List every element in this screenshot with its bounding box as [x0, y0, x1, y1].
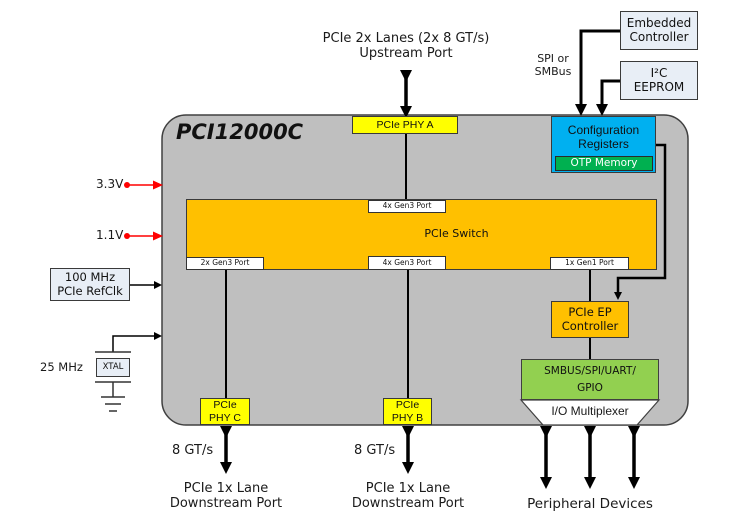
embedded-controller-line2: Controller — [629, 29, 689, 44]
chip-body — [161, 114, 689, 426]
peripheral-devices-label: Peripheral Devices — [527, 496, 653, 512]
gpio-line1: SMBUS/SPI/UART/ — [544, 364, 636, 377]
downstream-b-line2: Downstream Port — [351, 495, 465, 511]
downstream-c-line1: PCIe 1x Lane — [183, 481, 269, 496]
downstream-c-line2: Downstream Port — [169, 495, 283, 511]
eeprom-config-link — [596, 79, 620, 116]
upstream-line1: PCIe 2x Lanes (2x 8 GT/s) — [322, 31, 490, 46]
eeprom-box: I²C EEPROM — [620, 61, 698, 100]
config-ep-link — [614, 143, 667, 300]
port-1x-gen1: 1x Gen1 Port — [550, 257, 629, 270]
downstream-b-line1: PCIe 1x Lane — [365, 481, 451, 496]
ep-controller-box: PCIe EP Controller — [551, 301, 629, 338]
downstream-b-label: PCIe 1x Lane Downstream Port — [328, 481, 488, 512]
upstream-label: PCIe 2x Lanes (2x 8 GT/s) Upstream Port — [286, 31, 526, 62]
otp-memory-box: OTP Memory — [555, 156, 653, 171]
ep-controller-line1: PCIe EP — [568, 305, 612, 320]
bus-label-line1: SPI or — [537, 52, 569, 65]
port-upstream-4x-gen3: 4x Gen3 Port — [368, 200, 446, 213]
eeprom-line1: I²C — [650, 65, 668, 80]
port-downstream-2x-gen3: 2x Gen3 Port — [186, 257, 264, 270]
phy-c-line1: PCIe — [213, 399, 237, 412]
phy-c-line2: PHY C — [209, 411, 241, 424]
io-mux-shape — [519, 399, 661, 426]
refclk-line2: PCIe RefClk — [57, 283, 123, 298]
phy-c-box: PCIe PHY C — [200, 398, 250, 425]
downstream-c-label: PCIe 1x Lane Downstream Port — [146, 481, 306, 512]
port-downstream-4x-gen3: 4x Gen3 Port — [368, 256, 446, 270]
power-3v3-label: 3.3V — [96, 177, 124, 191]
downstream-b-speed: 8 GT/s — [354, 443, 396, 458]
xtal-link — [112, 332, 162, 352]
config-line2: Registers — [578, 136, 629, 151]
chip-name: PCI12000C — [176, 120, 304, 144]
refclk-box: 100 MHz PCIe RefClk — [50, 268, 130, 301]
gpio-box: SMBUS/SPI/UART/ GPIO — [521, 359, 659, 400]
embedded-controller-line1: Embedded — [626, 15, 692, 30]
bus-label-line2: SMBus — [534, 64, 572, 78]
gpio-line2: GPIO — [577, 381, 603, 394]
phy-a-box: PCIe PHY A — [352, 116, 458, 134]
bus-label: SPI or SMBus — [530, 52, 576, 78]
downstream-c-speed: 8 GT/s — [172, 443, 214, 458]
power-1v1-label: 1.1V — [96, 228, 124, 242]
embedded-controller-box: Embedded Controller — [620, 11, 698, 50]
xtal-frequency: 25 MHz — [40, 360, 83, 374]
ground-icon — [101, 396, 125, 412]
upstream-line2: Upstream Port — [359, 45, 453, 61]
refclk-line1: 100 MHz — [64, 270, 116, 285]
phy-b-line1: PCIe — [395, 399, 420, 412]
xtal-box: XTAL — [96, 358, 130, 377]
config-line1: Configuration — [567, 123, 640, 137]
ec-config-link — [575, 29, 620, 116]
io-mux-label: I/O Multiplexer — [551, 404, 629, 418]
pcie-switch-label: PCIe Switch — [424, 227, 489, 241]
phy-b-box: PCIe PHY B — [383, 398, 432, 425]
ep-controller-line2: Controller — [561, 318, 619, 333]
eeprom-line2: EEPROM — [633, 79, 685, 94]
phy-b-line2: PHY B — [391, 411, 424, 424]
